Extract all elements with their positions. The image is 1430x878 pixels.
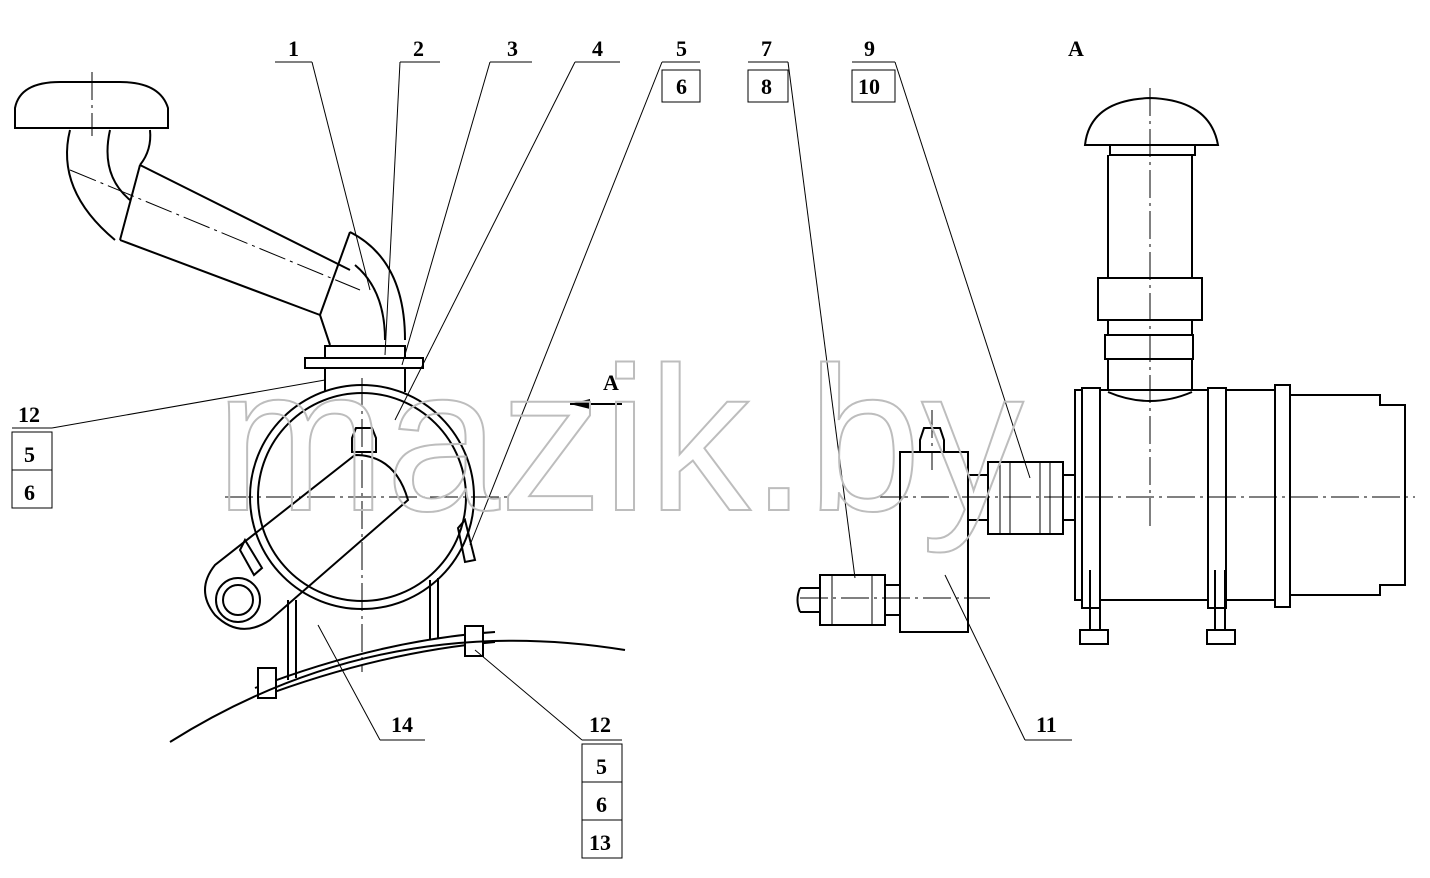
callout-5: 5 xyxy=(676,36,687,61)
view-label: A xyxy=(1068,36,1084,61)
stack-bottom-item: 13 xyxy=(589,830,611,855)
callout-4: 4 xyxy=(592,36,603,61)
watermark: mazik.by xyxy=(215,325,1024,554)
callout-6: 6 xyxy=(676,74,687,99)
right-view: A xyxy=(796,36,1415,645)
callout-10: 10 xyxy=(858,74,880,99)
stack-left-item: 6 xyxy=(24,480,35,505)
callout-1: 1 xyxy=(288,36,299,61)
stack-left-item: 12 xyxy=(18,402,40,427)
callout-11: 11 xyxy=(1036,712,1057,737)
stack-bottom-item: 5 xyxy=(596,754,607,779)
stack-bottom-item: 6 xyxy=(596,792,607,817)
callout-7: 7 xyxy=(761,36,772,61)
leader-lines xyxy=(11,61,1072,859)
callout-labels: 1 2 3 4 5 6 7 8 9 10 11 14 12 5 6 12 5 6… xyxy=(18,36,1057,855)
stack-bottom-item: 12 xyxy=(589,712,611,737)
callout-14: 14 xyxy=(391,712,413,737)
stack-left-item: 5 xyxy=(24,442,35,467)
callout-8: 8 xyxy=(761,74,772,99)
callout-2: 2 xyxy=(413,36,424,61)
section-arrow-label: A xyxy=(603,370,619,395)
callout-3: 3 xyxy=(507,36,518,61)
callout-9: 9 xyxy=(864,36,875,61)
